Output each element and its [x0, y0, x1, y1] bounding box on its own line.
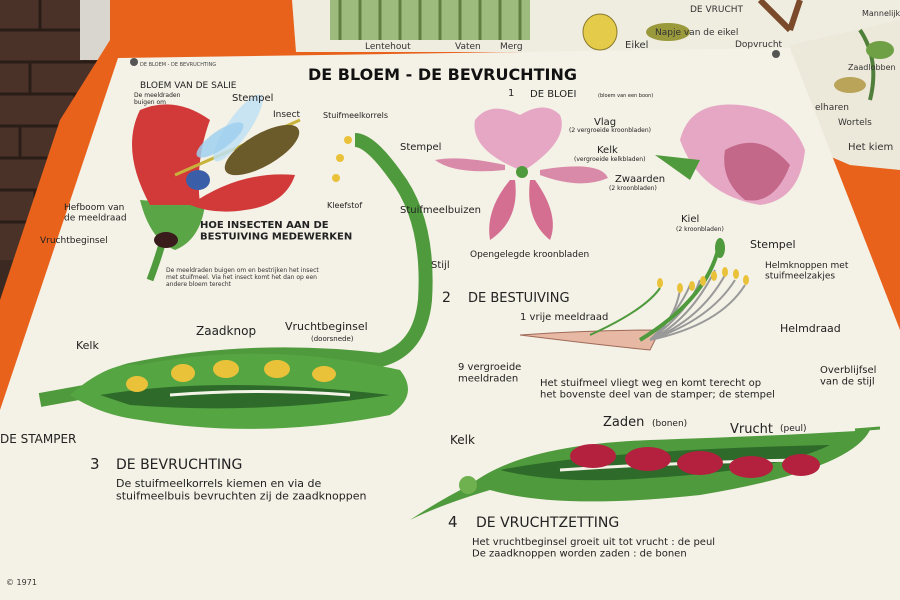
right-label-zaadlobben: Zaadlobben: [848, 63, 896, 72]
bestuiving-label-stempel: Stempel: [750, 238, 796, 251]
stamper-label-vruchtbeginsel: Vruchtbeginsel: [285, 320, 368, 333]
stamper-label-de-stamper: DE STAMPER: [0, 432, 76, 446]
top-label-dopvrucht: Dopvrucht: [735, 40, 783, 50]
section2-text: Het stuifmeel vliegt weg en komt terecht…: [540, 378, 775, 401]
stamper-label-stuifmeelbuizen: Stuifmeelbuizen: [400, 205, 481, 216]
salvia-heading: BLOEM VAN DE SALIE: [140, 81, 237, 91]
bloei-label-opengelegde: Opengelegde kroonbladen: [470, 250, 589, 260]
vrucht-label-zaden: Zaden: [603, 415, 644, 430]
stamper-label-doorsnede: (doorsnede): [311, 335, 354, 343]
footer-copyright: © 1971: [6, 578, 37, 587]
vrucht-label-peul: (peul): [780, 424, 806, 434]
section3-title: DE BEVRUCHTING: [116, 457, 242, 473]
right-label-elharen: elharen: [815, 103, 849, 113]
section4-text: Het vruchtbeginsel groeit uit tot vrucht…: [472, 537, 715, 560]
top-label-lentehout: Lentehout: [365, 42, 411, 52]
bestuiving-label-vrije: 1 vrije meeldraad: [520, 312, 608, 323]
top-label-merg: Merg: [500, 42, 523, 52]
section2-title: DE BESTUIVING: [468, 291, 570, 306]
bestuiving-label-helmdraad: Helmdraad: [780, 322, 841, 335]
bloei-label-kelk-sub: (vergroeide kelkbladen): [574, 156, 645, 163]
salvia-flower: [132, 104, 301, 282]
pin-hole-left: [130, 58, 138, 66]
header-small: DE BLOEM - DE BEVRUCHTING: [140, 62, 216, 68]
salvia-label-stempel: Stempel: [232, 93, 273, 104]
salvia-caption-text: De meeldraden buigen om en bestrijken he…: [166, 267, 319, 288]
section1-title: DE BLOEI: [530, 89, 576, 100]
bloei-label-zwaarden-sub: (2 kroonbladen): [609, 185, 657, 192]
poster-title: DE BLOEM - DE BEVRUCHTING: [308, 65, 577, 84]
top-label-eikel: Eikel: [625, 40, 648, 51]
bloei-label-kiel: Kiel: [681, 214, 699, 225]
section4-number: 4: [448, 513, 458, 531]
vrucht-label-kelk: Kelk: [450, 433, 475, 447]
stamen-diagram: [519, 238, 749, 351]
section3-number: 3: [90, 455, 100, 473]
top-label-napje: Napje van de eikel: [655, 28, 738, 38]
stamper-label-zaadknop: Zaadknop: [196, 324, 256, 338]
stamper-label-kelk: Kelk: [76, 339, 99, 352]
pin-hole-right: [772, 50, 780, 58]
bean-flower-open: [435, 107, 608, 240]
top-label-vaten: Vaten: [455, 42, 481, 52]
bloei-label-vlag-sub: (2 vergroeide kroonbladen): [569, 127, 651, 134]
bean-flower-side: [655, 104, 805, 205]
bloei-label-zwaarden: Zwaarden: [615, 174, 665, 185]
top-poster: [292, 0, 900, 52]
section1-number: 1: [508, 88, 514, 99]
bloei-label-vlag: Vlag: [594, 117, 616, 128]
stamper-label-stuifmeelkorrels: Stuifmeelkorrels: [323, 111, 388, 120]
salvia-label-insect: Insect: [273, 110, 301, 120]
section4-title: DE VRUCHTZETTING: [476, 515, 619, 531]
stamper-label-stijl: Stijl: [431, 260, 450, 271]
section1-subtitle: (bloem van een boon): [598, 93, 653, 99]
right-label-katjes: Mannelijke katjes: [862, 9, 900, 18]
vrucht-label-bonen: (bonen): [652, 419, 687, 429]
vrucht-label-vrucht: Vrucht: [730, 422, 773, 437]
stamper-diagram: [38, 133, 433, 429]
right-label-wortels: Wortels: [838, 118, 872, 128]
insect-icon: [186, 94, 300, 190]
bloei-label-kelk: Kelk: [597, 145, 618, 156]
bloei-label-kiel-sub: (2 kroonbladen): [676, 226, 724, 233]
top-label-de-vrucht: DE VRUCHT: [690, 5, 744, 15]
section2-number: 2: [442, 290, 451, 306]
salvia-label-vruchtbeginsel: Vruchtbeginsel: [40, 236, 108, 246]
stamper-label-stempel: Stempel: [400, 142, 441, 153]
stamper-label-kleefstof: Kleefstof: [327, 201, 362, 210]
right-label-kiem: Het kiem: [848, 142, 893, 153]
pea-pod-diagram: [410, 426, 881, 520]
